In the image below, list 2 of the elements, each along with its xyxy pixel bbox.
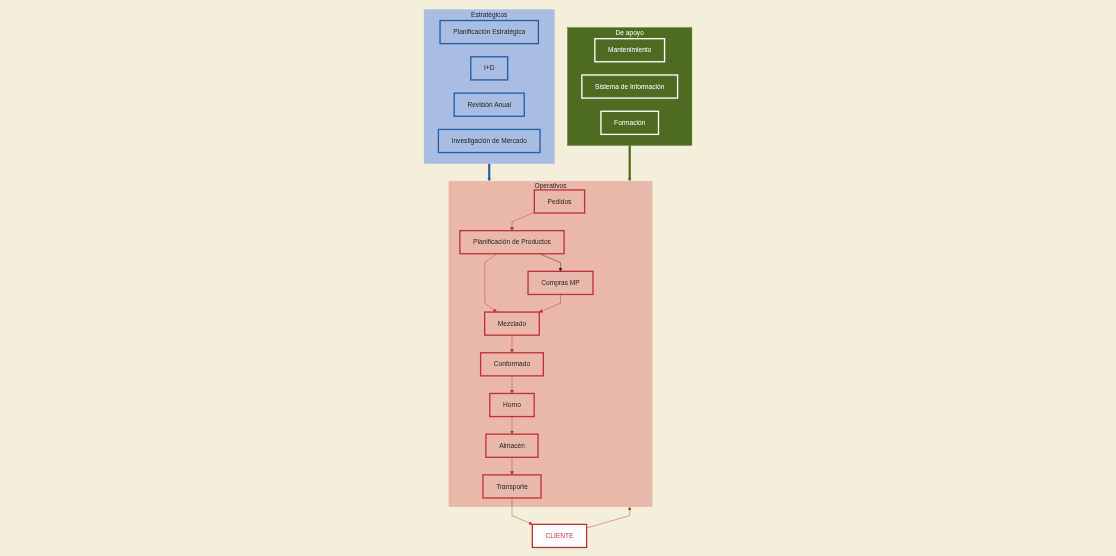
arrow <box>487 163 492 181</box>
arrow <box>627 144 632 181</box>
